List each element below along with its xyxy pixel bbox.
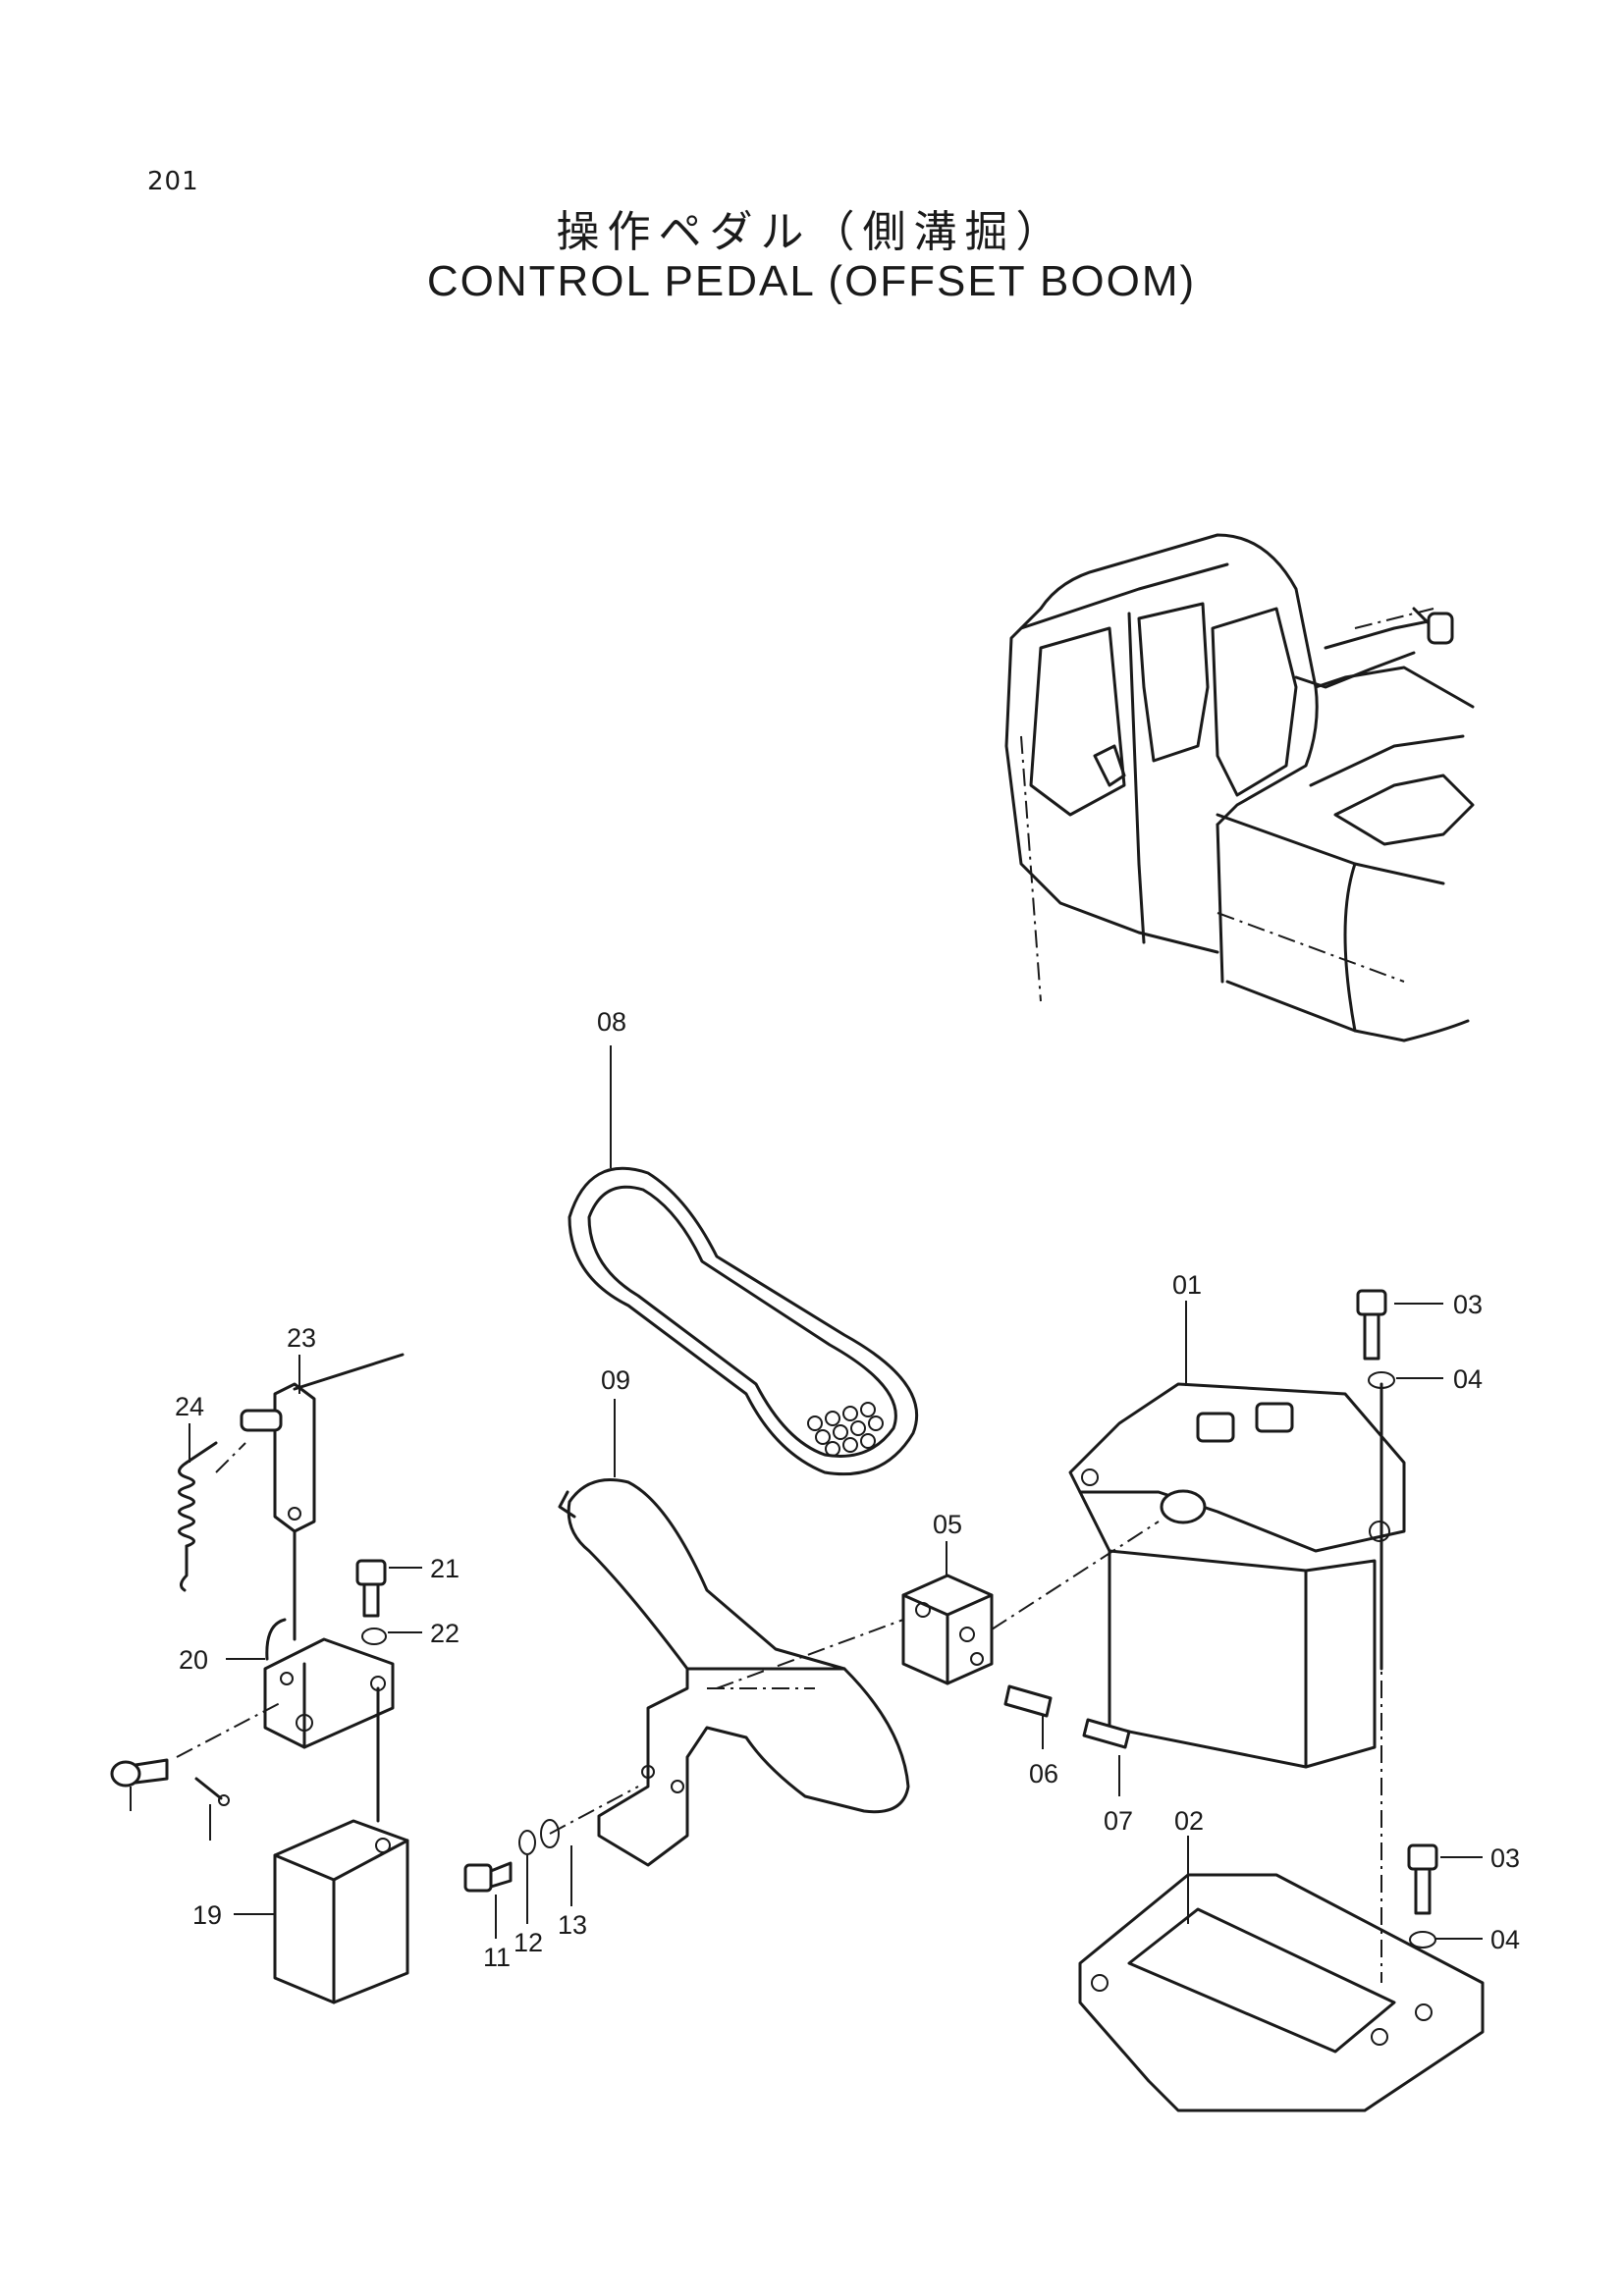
block-17 [273, 1819, 409, 2004]
callout-label: 04 [1490, 1925, 1520, 1954]
pin-06 [1003, 1684, 1053, 1718]
callout-label: 13 [558, 1910, 587, 1940]
bracket-18 [263, 1618, 395, 1749]
washer-13 [540, 1819, 560, 1848]
pedal-09 [558, 1478, 910, 1867]
bolt-19 [355, 1559, 387, 1618]
callout-label: 02 [1174, 1806, 1204, 1836]
callout-label: 21 [430, 1554, 460, 1583]
callout-label: 03 [1490, 1843, 1520, 1873]
page-number: 201 [147, 167, 199, 196]
excavator-cab-illustration [1004, 533, 1475, 1042]
callout-label: 03 [1453, 1290, 1483, 1319]
title-english: CONTROL PEDAL (OFFSET BOOM) [426, 257, 1197, 305]
bolt-03-lower [1407, 1843, 1438, 1915]
callout-label: 01 [1172, 1270, 1202, 1300]
callout-label: 06 [1029, 1759, 1058, 1789]
cotter-pin-24 [194, 1777, 230, 1806]
callout-label: 20 [179, 1645, 208, 1675]
callout-label: 05 [933, 1510, 962, 1539]
callout-label: 12 [514, 1928, 543, 1957]
washer-04-lower [1409, 1931, 1436, 1949]
bolt-11 [463, 1861, 513, 1893]
callout-label: 19 [192, 1900, 222, 1930]
spring-22 [178, 1441, 218, 1592]
lever-21 [240, 1353, 405, 1533]
callout-label: 07 [1104, 1806, 1133, 1836]
bolt-03-upper [1356, 1289, 1387, 1361]
callout-label: 04 [1453, 1364, 1483, 1394]
assembly-centerlines [176, 1382, 1383, 1983]
callout-label: 09 [601, 1365, 630, 1395]
callout-labels: 08 09 01 03 04 03 04 05 06 07 02 23 24 2… [175, 1007, 1520, 1972]
block-05 [901, 1574, 994, 1685]
washer-20 [361, 1628, 387, 1645]
callout-label: 11 [483, 1943, 511, 1972]
callout-label: 08 [597, 1007, 626, 1037]
pin-07 [1082, 1718, 1131, 1749]
pin-23 [110, 1758, 169, 1788]
callout-label: 23 [287, 1323, 316, 1353]
pedal-pad-08 [568, 1166, 919, 1476]
washer-12 [518, 1830, 536, 1855]
callout-label: 22 [430, 1619, 460, 1648]
callout-label: 24 [175, 1392, 204, 1421]
pedal-valve-01 [1068, 1382, 1406, 1769]
leader-lines [130, 1045, 1483, 1940]
title-japanese: 操作ペダル（側溝掘） [556, 207, 1067, 257]
